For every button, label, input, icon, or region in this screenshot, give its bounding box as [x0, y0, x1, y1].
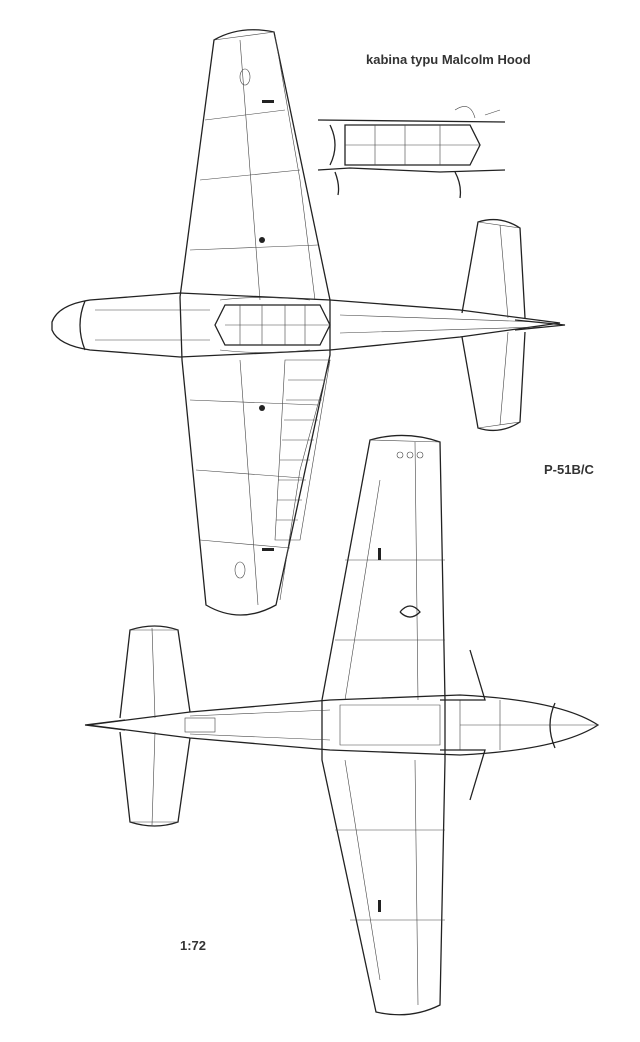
cockpit-inset — [317, 106, 506, 199]
model-label: P-51B/C — [544, 462, 594, 477]
inset-caption: kabina typu Malcolm Hood — [366, 52, 531, 67]
top-view — [51, 29, 566, 616]
scale-label: 1:72 — [180, 938, 207, 953]
bottom-view — [84, 434, 600, 1016]
